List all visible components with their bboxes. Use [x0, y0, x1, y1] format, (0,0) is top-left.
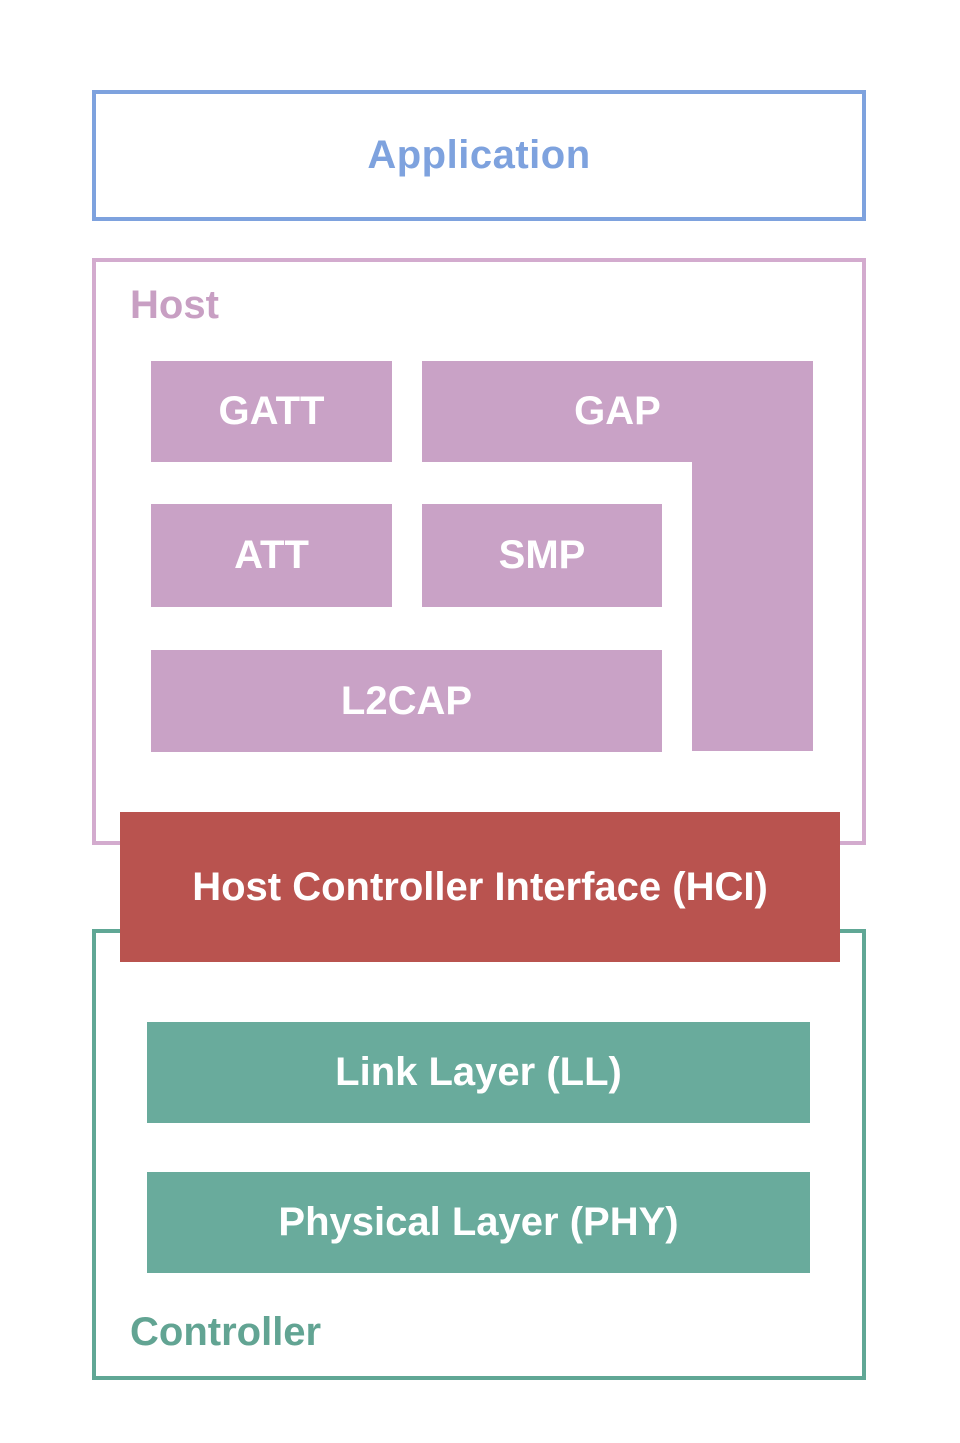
block-att: ATT — [151, 504, 392, 607]
block-l2cap: L2CAP — [151, 650, 662, 752]
block-link-layer: Link Layer (LL) — [147, 1022, 810, 1123]
link-layer-label: Link Layer (LL) — [335, 1050, 622, 1094]
gatt-label: GATT — [218, 389, 325, 433]
att-label: ATT — [234, 533, 309, 577]
block-hci: Host Controller Interface (HCI) — [120, 812, 840, 962]
block-gatt: GATT — [151, 361, 392, 462]
block-smp: SMP — [422, 504, 662, 607]
smp-label: SMP — [498, 533, 586, 577]
gap-label: GAP — [574, 389, 661, 433]
physical-layer-label: Physical Layer (PHY) — [278, 1200, 679, 1244]
hci-label: Host Controller Interface (HCI) — [192, 864, 768, 909]
host-label: Host — [130, 283, 219, 327]
application-layer-box: Application — [92, 90, 866, 221]
gap-block-bar: GAP — [422, 361, 813, 462]
l2cap-label: L2CAP — [340, 678, 473, 723]
block-physical-layer: Physical Layer (PHY) — [147, 1172, 810, 1273]
controller-label: Controller — [130, 1310, 322, 1354]
application-label: Application — [367, 133, 591, 177]
